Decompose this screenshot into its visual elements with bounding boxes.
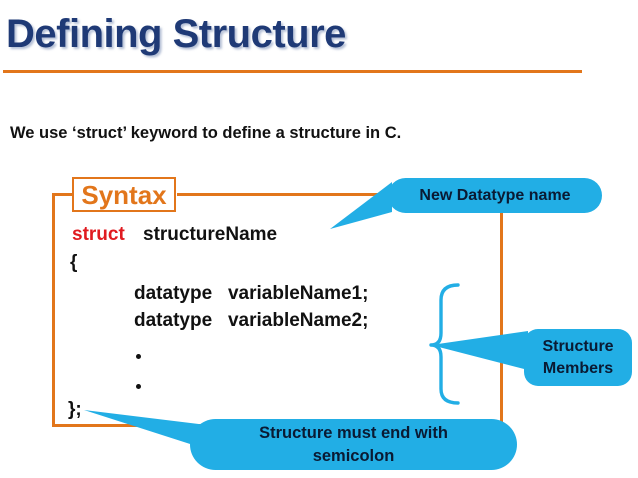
code-member-line-1: datatype variableName1; xyxy=(134,283,369,304)
structure-members-brace xyxy=(429,283,460,405)
code-keyword-struct: struct xyxy=(72,224,125,245)
new-datatype-callout-tail xyxy=(330,182,392,229)
callout-new-datatype-name: New Datatype name xyxy=(388,178,602,213)
code-member-line-2: datatype variableName2; xyxy=(134,310,369,331)
callout-semicolon-rule: Structure must end with semicolon xyxy=(190,419,517,470)
syntax-badge-label: Syntax xyxy=(81,179,167,210)
callout-semicolon-line-2: semicolon xyxy=(312,446,395,465)
callout-structure-members: Structure Members xyxy=(524,329,632,386)
callout-semicolon-text: Structure must end with semicolon xyxy=(259,422,448,467)
callout-new-datatype-label: New Datatype name xyxy=(419,186,571,204)
code-structure-name: structureName xyxy=(143,224,278,245)
title-underline-rule xyxy=(3,70,582,73)
lead-paragraph: We use ‘struct’ keyword to define a stru… xyxy=(10,124,402,142)
syntax-frame-right-edge xyxy=(500,193,503,427)
syntax-frame-top-left-segment xyxy=(52,193,74,196)
code-ellipsis-dot-2 xyxy=(136,384,141,389)
syntax-badge: Syntax xyxy=(72,177,176,212)
callout-structure-members-line-1: Structure xyxy=(542,337,614,355)
syntax-frame-left-edge xyxy=(52,193,55,427)
code-close-brace-semicolon: }; xyxy=(68,399,82,420)
callout-structure-members-text: Structure Members xyxy=(542,336,613,379)
callout-semicolon-line-1: Structure must end with xyxy=(259,424,448,443)
code-open-brace: { xyxy=(70,252,78,273)
page-title: Defining Structure xyxy=(6,12,346,56)
structure-members-callout-tail xyxy=(431,331,528,370)
code-ellipsis-dot-1 xyxy=(136,354,141,359)
callout-structure-members-line-2: Members xyxy=(542,359,614,377)
